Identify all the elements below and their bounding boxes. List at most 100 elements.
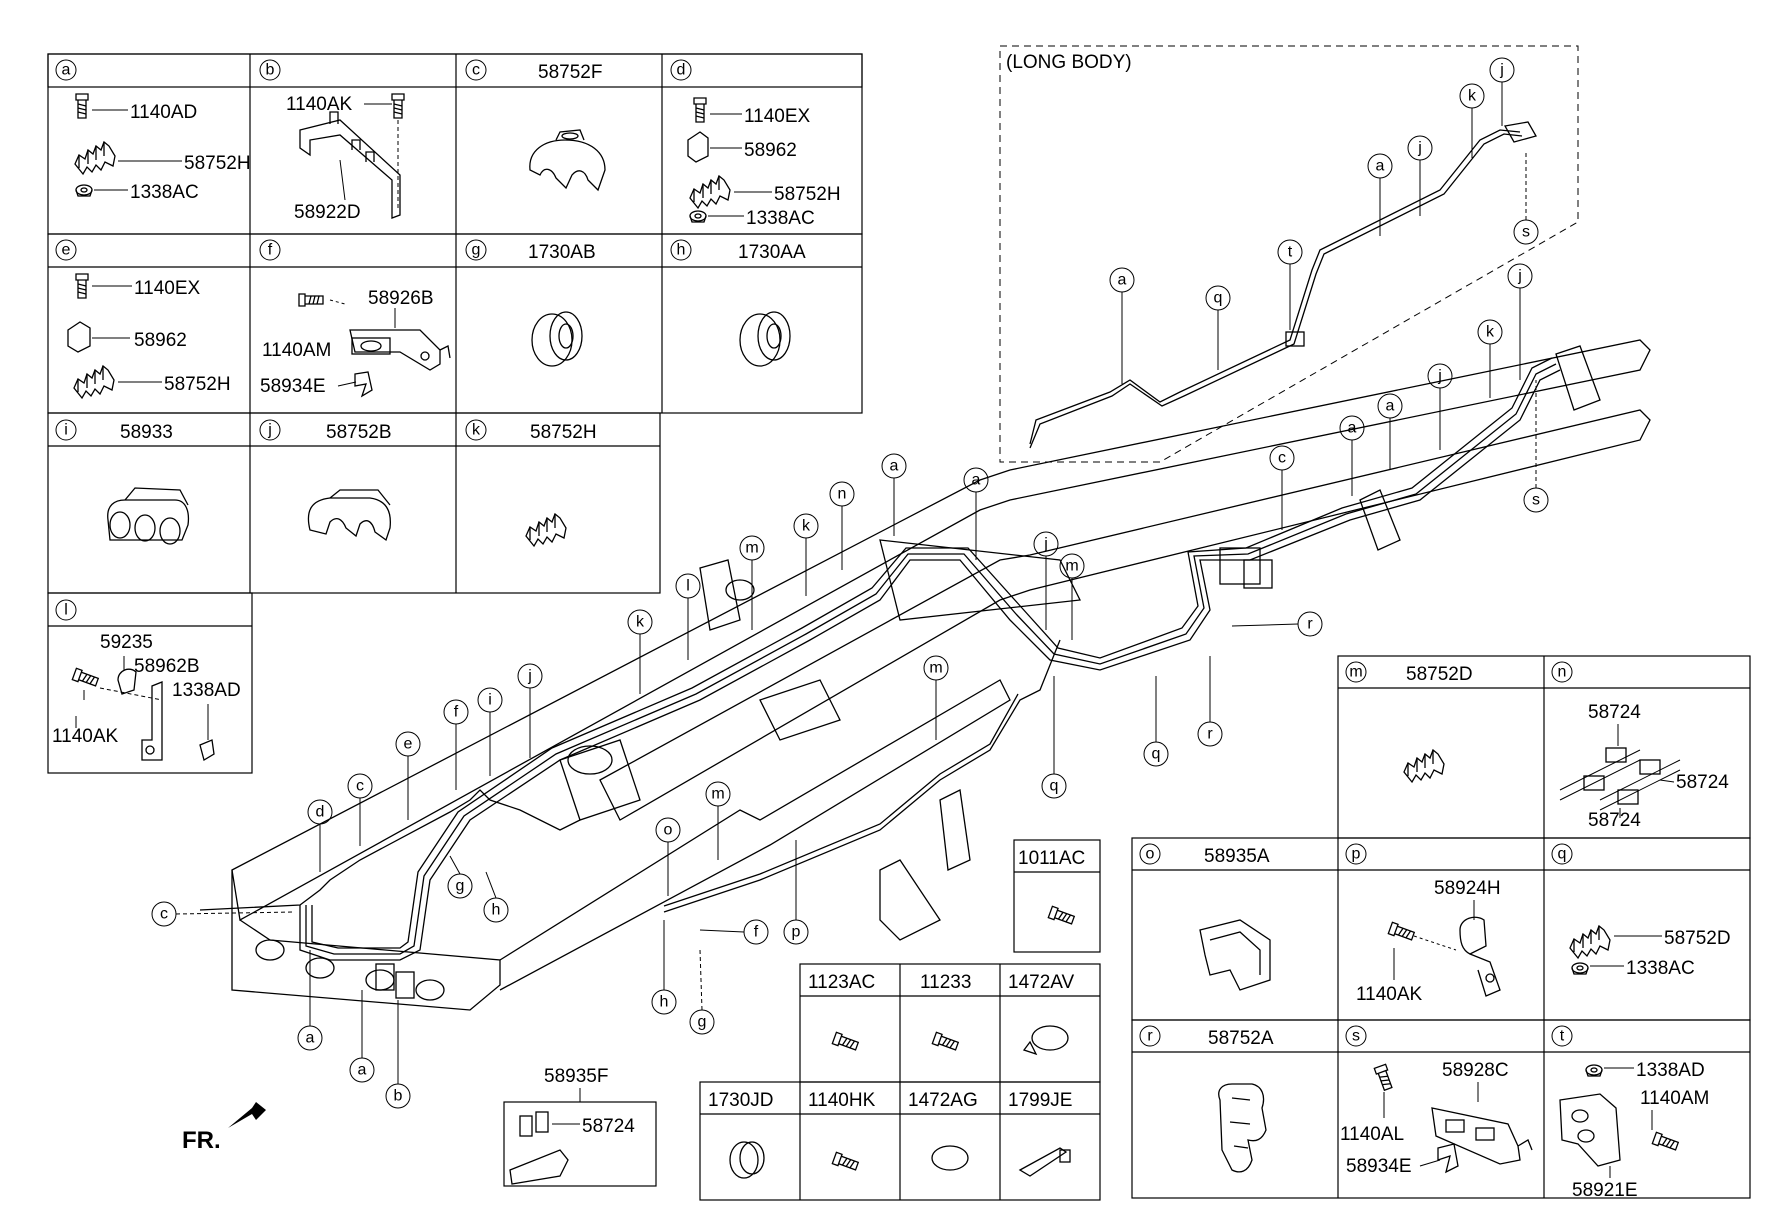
callout-d: d [307, 799, 333, 872]
callout-h: h [483, 871, 509, 923]
part-number: 1338AC [746, 208, 815, 229]
svg-text:q: q [1214, 290, 1223, 307]
part-number: 58934E [260, 376, 326, 397]
part-number: 1140AM [262, 340, 331, 361]
part-number: 58752H [164, 374, 231, 395]
callout-k: k [1477, 319, 1503, 398]
svg-text:a: a [1376, 158, 1385, 175]
box-letter: a [62, 62, 71, 79]
long-body-inset: (LONG BODY) j k a j s t a q [999, 45, 1579, 463]
svg-text:h: h [660, 994, 669, 1011]
callout-r: r [1197, 656, 1223, 747]
callout-a: a [1377, 393, 1403, 470]
box-b: b 1140AK 58922D [259, 59, 405, 223]
grid-label: 1799JE [1008, 1090, 1072, 1111]
callout-a: a [963, 467, 989, 560]
callout-r: r [1231, 611, 1323, 637]
box-c: c 58752F [465, 59, 606, 192]
long-body-title: (LONG BODY) [1006, 52, 1132, 73]
svg-text:r: r [1207, 726, 1213, 743]
chassis-frame [199, 339, 1651, 1128]
box-q: q 58752D 1338AC [1551, 843, 1731, 979]
part-number: 1140AM [1640, 1088, 1709, 1109]
callout-a: a [1367, 153, 1393, 236]
svg-text:d: d [316, 804, 325, 821]
callout-j: j [517, 663, 543, 758]
part-number: 58724 [582, 1116, 635, 1137]
box-letter: j [267, 422, 272, 439]
svg-text:k: k [802, 518, 811, 535]
callout-m: m [705, 781, 731, 860]
part-number: 58752H [184, 153, 251, 174]
callout-j: j [1427, 363, 1453, 450]
part-number: 58962 [134, 330, 187, 351]
callout-e: e [395, 731, 421, 820]
callout-o: o [655, 817, 681, 896]
callout-j: j [1507, 263, 1533, 380]
grid-label: 1472AG [908, 1090, 978, 1111]
legend-panel-top-left [47, 53, 863, 774]
grid-label: 1123AC [808, 972, 875, 993]
svg-text:m: m [711, 786, 724, 803]
callout-k: k [627, 609, 653, 694]
callout-f: f [699, 919, 769, 945]
callout-c: c [1269, 445, 1295, 530]
svg-text:m: m [929, 660, 942, 677]
callout-t: t [1277, 239, 1303, 330]
box-letter: m [1349, 664, 1362, 681]
svg-text:a: a [890, 458, 899, 475]
svg-text:c: c [1278, 450, 1286, 467]
box-e: e 1140EX 58962 58752H [55, 239, 231, 399]
svg-text:j: j [527, 668, 532, 685]
box-letter: f [268, 242, 273, 259]
box-title: 58933 [120, 422, 173, 443]
box-letter: i [64, 422, 68, 439]
svg-text:j: j [1417, 140, 1422, 157]
box-title: 58935F [544, 1066, 608, 1087]
callout-i: i [477, 687, 503, 776]
callout-q: q [1205, 285, 1231, 370]
callout-j: j [1407, 135, 1433, 216]
box-letter: l [64, 602, 68, 619]
svg-text:o: o [664, 822, 673, 839]
svg-text:c: c [356, 778, 364, 795]
box-d: d 1140EX 58962 58752H 1338AC [670, 59, 841, 229]
part-number: 58752D [1664, 928, 1731, 949]
part-number: 58934E [1346, 1156, 1412, 1177]
part-number: 58962 [744, 140, 797, 161]
callout-a: a [881, 453, 907, 536]
svg-text:t: t [1288, 244, 1293, 261]
box-title: 1011AC [1018, 848, 1085, 869]
part-number: 1140AK [286, 94, 353, 115]
callout-a: a [1339, 415, 1365, 496]
svg-text:j: j [1499, 62, 1504, 79]
box-title: 58935A [1204, 846, 1270, 867]
box-letter: b [266, 62, 275, 79]
part-number: 58924H [1434, 878, 1501, 899]
part-number: 58928C [1442, 1060, 1509, 1081]
grid-label: 1140HK [808, 1090, 876, 1111]
callout-c: c [347, 773, 373, 846]
svg-text:g: g [698, 1014, 707, 1031]
svg-text:h: h [492, 902, 501, 919]
part-number: 58962B [134, 656, 200, 677]
grid-label: 1730JD [708, 1090, 774, 1111]
part-number: 1140AK [1356, 984, 1423, 1005]
svg-text:m: m [1065, 558, 1078, 575]
box-f: f 58926B 1140AM 58934E [259, 239, 451, 398]
box-title: 58752H [530, 422, 597, 443]
callout-j: j [1489, 57, 1515, 126]
svg-text:n: n [838, 486, 847, 503]
part-number: 58926B [368, 288, 434, 309]
svg-text:p: p [792, 924, 801, 941]
grid-label: 1472AV [1008, 972, 1075, 993]
box-t: t 1338AD 1140AM 58921E [1551, 1025, 1709, 1201]
svg-text:q: q [1050, 778, 1059, 795]
svg-text:i: i [488, 692, 492, 709]
svg-text:k: k [1468, 88, 1477, 105]
callout-k: k [1459, 83, 1485, 158]
callout-a: a [349, 990, 375, 1083]
callout-g: g [447, 855, 473, 899]
callout-m: m [1059, 553, 1085, 640]
